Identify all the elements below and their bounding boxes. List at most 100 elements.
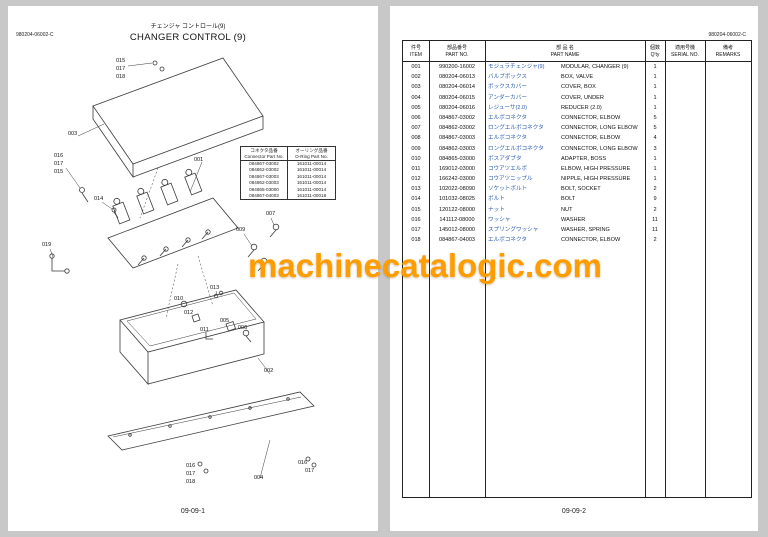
col-part-no-jp: 部品番号: [446, 45, 467, 51]
diagram-callout: 018: [186, 479, 196, 485]
table-cell: 102022-08090: [438, 186, 476, 193]
table-cell: 007: [411, 125, 421, 132]
connector-cell: 084865-03000: [241, 186, 288, 193]
changer-module-shape: [107, 168, 239, 269]
connector-row: 084862-03003 161011-00014: [241, 180, 335, 187]
col-item: 件号 ITEM: [403, 41, 429, 61]
col-qty: 個数 Q'ty: [645, 41, 665, 61]
table-cell: COVER, BOX: [561, 84, 596, 91]
table-cell: 1: [653, 165, 657, 172]
table-cell: [665, 205, 705, 215]
table-cell: [665, 174, 705, 184]
table-cell: コウアツエルボ: [488, 165, 527, 172]
connector-cell: 161011-00014: [296, 167, 327, 173]
table-cell: 012: [411, 176, 421, 183]
table-cell: 004: [411, 94, 421, 101]
table-cell: モジュラチェンジャ(9): [488, 64, 545, 70]
col-remarks-en: REMARKS: [715, 52, 741, 58]
table-cell: 2: [653, 186, 657, 193]
col-qty-jp: 個数: [649, 45, 660, 51]
fittings-hardware-shapes: [49, 60, 317, 474]
table-cell: 084867-03003: [438, 135, 476, 142]
table-cell: [705, 72, 751, 82]
table-cell: 5: [653, 114, 657, 121]
col-serial-en: SERIAL NO.: [671, 52, 699, 58]
connector-cell: 161011-00014: [296, 180, 327, 186]
table-cell: [665, 184, 705, 194]
table-cell: 080204-06015: [438, 94, 476, 101]
table-cell: 141112-08000: [439, 216, 475, 223]
table-cell: REDUCER (2.0): [561, 104, 602, 111]
table-cell: [665, 194, 705, 204]
diagram-callout: 001: [194, 157, 204, 163]
table-cell: COVER, UNDER: [561, 94, 604, 101]
diagram-callout: 015: [54, 169, 64, 175]
table-cell: [705, 205, 751, 215]
table-row: 004 080204-06015 アンダーカバー COVER, UNDER 1: [403, 93, 751, 103]
connector-cell: 084862-03003: [241, 180, 288, 187]
col-remarks-jp: 備考: [722, 45, 733, 51]
table-cell: 1: [653, 155, 657, 162]
col-qty-en: Q'ty: [650, 52, 660, 58]
table-cell: 018: [411, 237, 421, 244]
assembly-lines: [139, 167, 214, 319]
cover-box-shape: [92, 57, 264, 179]
col-serial-jp: 適用号機: [674, 45, 695, 51]
diagram-callout: 017: [54, 161, 64, 167]
table-cell: スプリングワッシャ: [488, 227, 539, 233]
table-cell: 1: [653, 104, 657, 111]
table-cell: ELBOW, HIGH PRESSURE: [561, 165, 631, 172]
column-divider: [645, 41, 646, 497]
table-cell: 006: [411, 114, 421, 121]
table-cell: アンダーカバー: [488, 94, 527, 101]
table-cell: 011: [411, 165, 421, 172]
diagram-callout: 002: [264, 368, 274, 374]
page-title-block: チェンジャ コントロール(9) CHANGER CONTROL (9): [93, 24, 283, 43]
table-cell: ADAPTER, BOSS: [561, 155, 607, 162]
table-cell: 5: [653, 125, 657, 132]
table-cell: [705, 174, 751, 184]
table-cell: 013: [411, 186, 421, 193]
table-cell: 015: [411, 206, 421, 213]
table-cell: 11: [652, 216, 658, 223]
column-divider: [485, 41, 486, 497]
table-cell: [665, 123, 705, 133]
table-cell: NUT: [561, 206, 573, 213]
diagram-callout: 018: [116, 74, 126, 80]
diagram-callout: 012: [184, 310, 194, 316]
table-cell: 2: [653, 237, 657, 244]
table-cell: [705, 62, 751, 72]
left-page: 980204-06002-C チェンジャ コントロール(9) CHANGER C…: [8, 6, 378, 531]
table-cell: 3: [653, 145, 657, 152]
table-cell: 003: [411, 84, 421, 91]
connector-cell: 161011-00018: [296, 192, 327, 198]
table-cell: [665, 144, 705, 154]
table-cell: ボックスカバー: [488, 84, 527, 91]
table-cell: 11: [652, 227, 658, 233]
table-cell: [665, 133, 705, 143]
table-cell: ワッシャ: [488, 216, 511, 223]
table-cell: 001: [411, 64, 421, 70]
table-cell: 1: [653, 94, 657, 101]
diagram-callout: 013: [210, 285, 220, 291]
connector-cell: 084867-03002: [241, 161, 288, 168]
table-cell: 1: [653, 64, 657, 70]
connector-table: コネクタ品番 Connector Part No. オーリング品番 O-Ring…: [240, 146, 336, 201]
diagram-callout: 015: [116, 58, 126, 64]
table-cell: [705, 235, 751, 245]
table-cell: BOLT: [561, 196, 576, 203]
table-cell: 990200-16002: [438, 64, 476, 70]
table-cell: 9: [653, 196, 657, 203]
diagram-callout: 010: [174, 296, 184, 302]
col-item-en: ITEM: [410, 52, 422, 58]
